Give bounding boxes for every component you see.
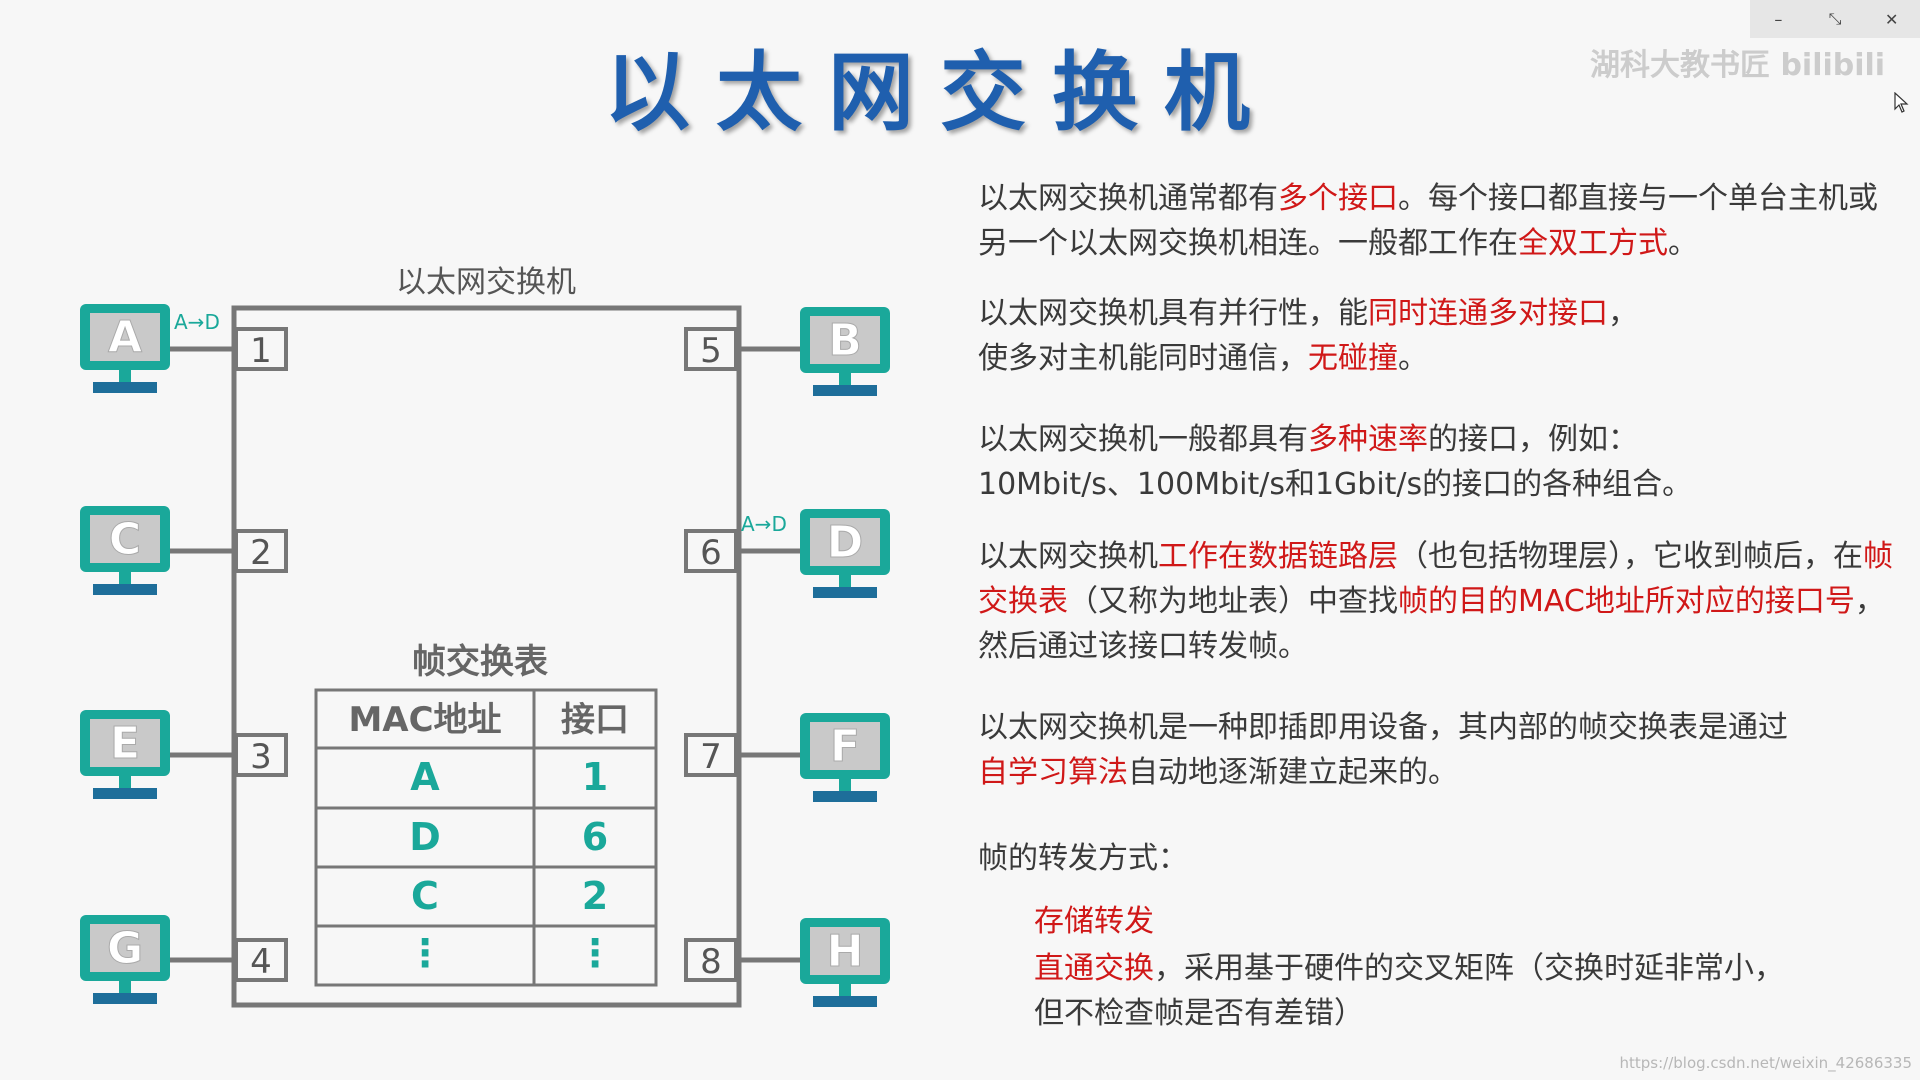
body-text: 。每个接口都直接与一个单台主机或另一个以太网交换机相连。一般都工作在 xyxy=(978,181,1878,261)
port-number: 2 xyxy=(250,533,272,573)
port-3: 3 xyxy=(234,733,288,777)
port-2: 2 xyxy=(234,529,288,573)
frame-tag: A→D xyxy=(741,512,787,536)
minimize-icon[interactable]: – xyxy=(1774,9,1783,29)
port-number: 6 xyxy=(700,533,722,573)
host-label: A xyxy=(108,312,142,363)
highlight-text: 无碰撞 xyxy=(1308,341,1398,376)
port-number: 8 xyxy=(700,942,722,982)
highlight-text: 自学习算法 xyxy=(978,755,1128,790)
table-title: 帧交换表 xyxy=(412,642,548,682)
highlight-text: 工作在数据链路层 xyxy=(1158,539,1398,574)
table-cell-mac: C xyxy=(411,874,439,918)
host-label: G xyxy=(107,923,143,974)
body-text: 。 xyxy=(1398,341,1428,376)
host-label: D xyxy=(827,517,864,568)
highlight-text: 全双工方式 xyxy=(1518,226,1668,261)
port-number: 3 xyxy=(250,737,272,777)
port-number: 7 xyxy=(700,737,722,777)
cut-through-line: 直通交换，采用基于硬件的交叉矩阵（交换时延非常小， xyxy=(1034,946,1894,991)
host-label: B xyxy=(828,315,862,366)
page-title: 以太网交换机 xyxy=(604,43,1276,143)
port-8: 8 xyxy=(684,938,738,982)
forwarding-heading: 帧的转发方式： xyxy=(978,841,1188,876)
host-b-computer-icon: B xyxy=(800,307,890,396)
table-header-port: 接口 xyxy=(561,700,629,740)
body-text: ， xyxy=(1608,296,1638,331)
highlight-text: 帧交换表 xyxy=(978,539,1893,619)
host-h-computer-icon: H xyxy=(800,918,890,1007)
body-text: （又称为地址表）中查找 xyxy=(1068,584,1398,619)
body-text: 以太网交换机是一种即插即用设备，其内部的帧交换表是通过 xyxy=(978,710,1788,745)
table-header-mac: MAC地址 xyxy=(348,700,501,740)
window-controls: – ⤡ ✕ xyxy=(1750,0,1920,38)
paragraph-parallelism: 以太网交换机具有并行性，能同时连通多对接口， 使多对主机能同时通信，无碰撞。 xyxy=(978,291,1898,381)
port-4: 4 xyxy=(234,938,288,982)
body-text: ，然后通过该接口转发帧。 xyxy=(978,584,1885,664)
cut-through-desc2: 但不检查帧是否有差错） xyxy=(1034,996,1364,1031)
highlight-text: 多种速率 xyxy=(1308,422,1428,457)
table-cell-mac: A xyxy=(410,755,440,799)
mouse-cursor-icon xyxy=(1894,92,1909,113)
highlight-text: 帧的目的MAC地址所对应的接口号 xyxy=(1398,584,1855,619)
watermark: 湖科大教书匠 bilibili xyxy=(1590,48,1886,83)
port-number: 1 xyxy=(250,331,272,371)
cut-through: 直通交换 xyxy=(1034,951,1154,986)
body-text: 以太网交换机 xyxy=(978,539,1158,574)
host-d-computer-icon: D xyxy=(800,509,890,598)
body-text: 使多对主机能同时通信， xyxy=(978,341,1308,376)
host-label: E xyxy=(110,718,140,769)
port-7: 7 xyxy=(684,733,738,777)
body-text: 10Mbit/s、100Mbit/s和1Gbit/s的接口的各种组合。 xyxy=(978,467,1693,502)
paragraph-multiple-rates: 以太网交换机一般都具有多种速率的接口，例如： 10Mbit/s、100Mbit/s… xyxy=(978,417,1898,507)
table-cell-port: 6 xyxy=(582,815,608,859)
paragraph-data-link-layer: 以太网交换机工作在数据链路层（也包括物理层），它收到帧后，在帧交换表（又称为地址… xyxy=(978,534,1898,669)
switch-label: 以太网交换机 xyxy=(396,265,576,300)
port-number: 5 xyxy=(700,331,722,371)
url-watermark: https://blog.csdn.net/weixin_42686335 xyxy=(1619,1054,1912,1072)
table-cell-mac: ⋮ xyxy=(406,931,444,975)
highlight-text: 多个接口 xyxy=(1278,181,1398,216)
host-e-computer-icon: E xyxy=(80,710,170,799)
port-number: 4 xyxy=(250,942,272,982)
forwarding-methods: 存储转发 直通交换，采用基于硬件的交叉矩阵（交换时延非常小， 但不检查帧是否有差… xyxy=(1034,898,1894,1036)
body-text: 自动地逐渐建立起来的。 xyxy=(1128,755,1458,790)
host-g-computer-icon: G xyxy=(80,915,170,1004)
host-c-computer-icon: C xyxy=(80,506,170,595)
switch-box xyxy=(231,305,742,1008)
table-cell-port: 1 xyxy=(582,755,608,799)
table-cell-mac: D xyxy=(409,815,441,859)
body-text: 以太网交换机一般都具有 xyxy=(978,422,1308,457)
highlight-text: 同时连通多对接口 xyxy=(1368,296,1608,331)
port-5: 5 xyxy=(684,327,738,371)
host-f-computer-icon: F xyxy=(800,713,890,802)
body-text: （也包括物理层），它收到帧后，在 xyxy=(1398,539,1863,574)
body-text: 以太网交换机具有并行性，能 xyxy=(978,296,1368,331)
frame-tag: A→D xyxy=(174,310,220,334)
frame-switch-table xyxy=(314,688,658,987)
body-text: 。 xyxy=(1668,226,1698,261)
store-and-forward: 存储转发 xyxy=(1034,904,1154,939)
body-text: 的接口，例如： xyxy=(1428,422,1638,457)
port-6: 6 xyxy=(684,529,738,573)
table-cell-port: ⋮ xyxy=(576,931,614,975)
table-cell-port: 2 xyxy=(582,874,608,918)
host-label: F xyxy=(830,721,860,772)
close-icon[interactable]: ✕ xyxy=(1884,9,1899,29)
restore-icon[interactable]: ⤡ xyxy=(1828,9,1842,28)
paragraph-multiple-interfaces: 以太网交换机通常都有多个接口。每个接口都直接与一个单台主机或另一个以太网交换机相… xyxy=(978,176,1898,266)
port-1: 1 xyxy=(234,327,288,371)
body-text: 以太网交换机通常都有 xyxy=(978,181,1278,216)
paragraph-self-learning: 以太网交换机是一种即插即用设备，其内部的帧交换表是通过自学习算法自动地逐渐建立起… xyxy=(978,705,1898,795)
host-label: H xyxy=(827,926,864,977)
cut-through-desc: ，采用基于硬件的交叉矩阵（交换时延非常小， xyxy=(1154,951,1784,986)
host-a-computer-icon: A xyxy=(80,304,170,393)
host-label: C xyxy=(109,514,141,565)
